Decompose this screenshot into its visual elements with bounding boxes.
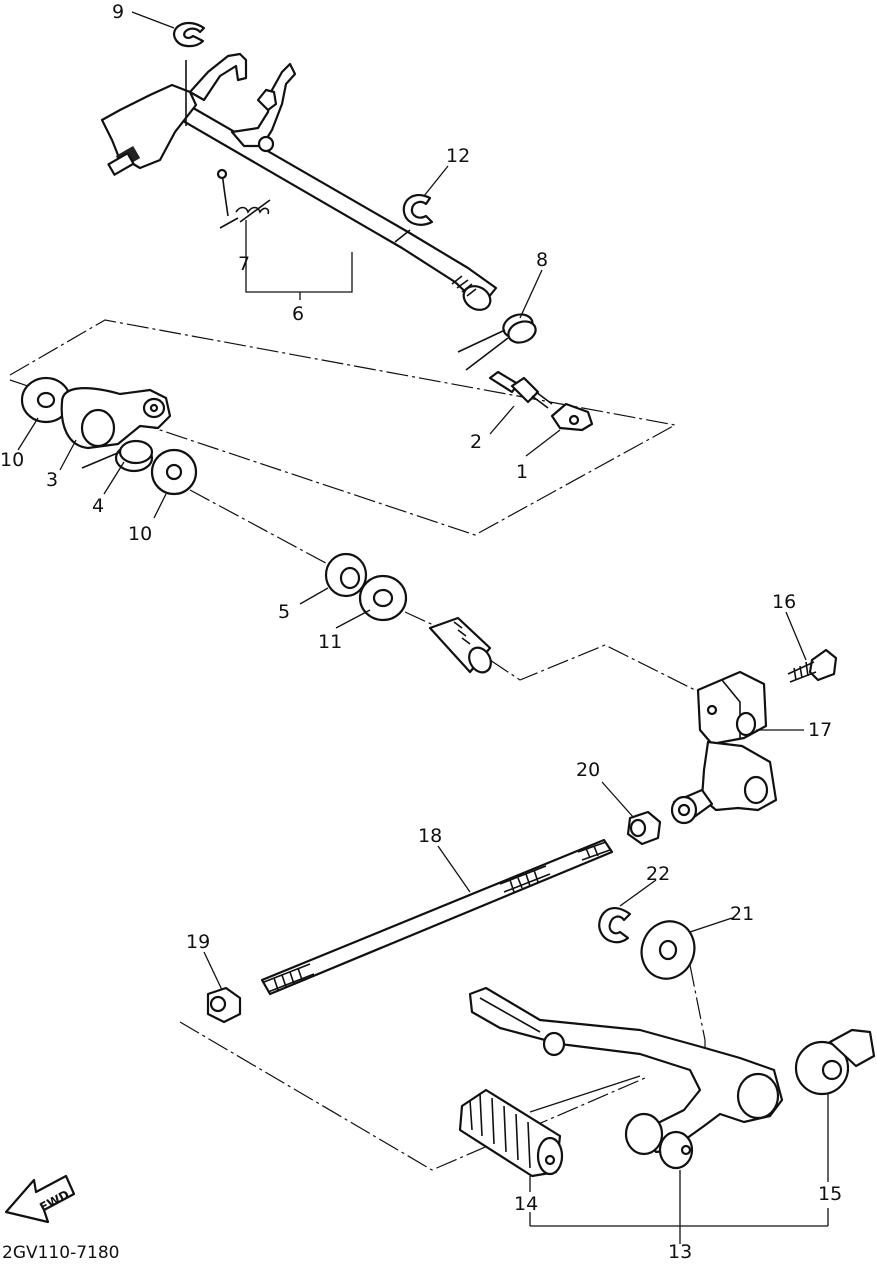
callout-9: 9	[112, 1, 124, 23]
fwd-arrow: FWD	[4, 1174, 76, 1224]
callout-18: 18	[418, 825, 442, 847]
callout-7: 7	[238, 253, 250, 275]
circlip-part-22	[598, 906, 632, 944]
nut-part-19	[206, 986, 242, 1024]
callout-14: 14	[514, 1193, 538, 1215]
callout-20: 20	[576, 759, 600, 781]
shift-arm-part-3	[60, 387, 172, 450]
callout-5: 5	[278, 601, 290, 623]
washer-part-21	[640, 920, 696, 980]
callout-11: 11	[318, 631, 342, 653]
spring-part-4	[81, 439, 154, 473]
leader-lines	[17, 11, 829, 1244]
callout-16: 16	[772, 591, 796, 613]
nut-part-20	[626, 810, 662, 846]
callout-4: 4	[92, 495, 104, 517]
callout-2: 2	[470, 431, 482, 453]
callout-13: 13	[668, 1241, 692, 1263]
callout-22: 22	[646, 863, 670, 885]
callout-labels: 9 12 8 7 6 2 1 10 3 4 10 5 11 16 17 20 1…	[0, 1, 842, 1263]
shift-pedal-part-13	[468, 986, 784, 1170]
callout-21: 21	[730, 903, 754, 925]
callout-15: 15	[818, 1183, 842, 1205]
washer-part-10-left	[20, 376, 72, 424]
callout-1: 1	[516, 461, 528, 483]
callout-3: 3	[46, 469, 58, 491]
bolt-part-16	[787, 648, 838, 683]
callout-6: 6	[292, 303, 304, 325]
footpeg-rubber-part-14	[458, 1088, 564, 1178]
washer-part-10-right	[150, 448, 198, 496]
oil-seal-part-5	[324, 552, 368, 598]
tie-rod-part-18	[260, 838, 614, 996]
shaft-end-spline	[428, 616, 492, 674]
torsion-spring-part-8	[457, 313, 537, 371]
callout-10-left: 10	[0, 449, 24, 471]
callout-19: 19	[186, 931, 210, 953]
washer-part-11	[358, 574, 408, 622]
circlip-part-12	[402, 194, 434, 226]
callout-12: 12	[446, 145, 470, 167]
callout-8: 8	[536, 249, 548, 271]
circlip-part-9	[173, 22, 206, 48]
rubber-boot-part-15	[794, 1028, 876, 1096]
diagram-code: 2GV110-7180	[2, 1243, 119, 1263]
callout-17: 17	[808, 719, 832, 741]
lever-joint-part-17	[670, 670, 778, 825]
shift-shaft-part-6	[100, 52, 498, 311]
plate-part-1	[550, 402, 594, 432]
callout-10-right: 10	[128, 523, 152, 545]
bolt-part-2	[488, 370, 553, 409]
